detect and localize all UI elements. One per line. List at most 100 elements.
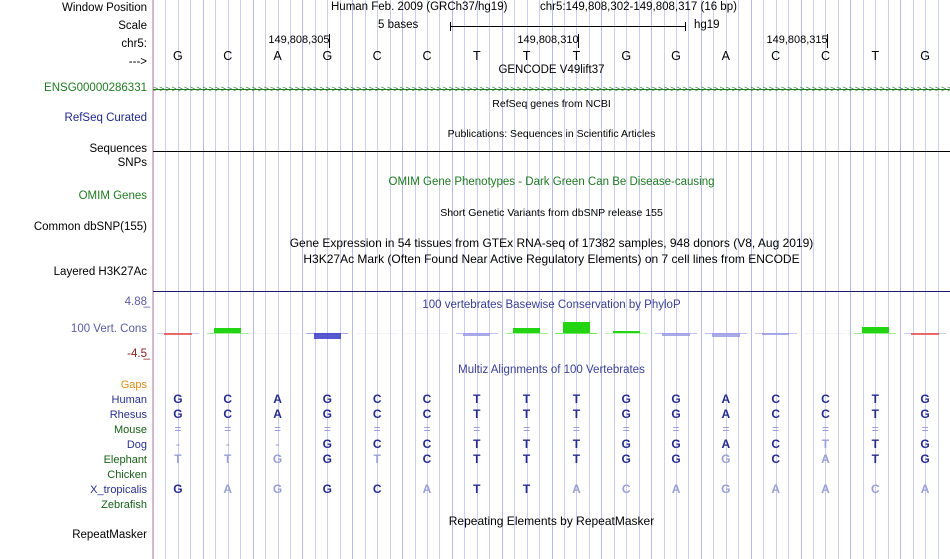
alignment-base: C [771, 392, 780, 406]
alignment-base: = [772, 422, 780, 436]
alignment-base: C [870, 482, 880, 496]
alignment-base: = [672, 422, 680, 436]
alignment-base: T [522, 392, 531, 406]
sidebar-item-gaps[interactable]: Gaps [120, 379, 147, 391]
base-letter: C [372, 49, 382, 63]
conservation-bar [612, 331, 640, 333]
base-letter: C [422, 49, 432, 63]
base-letter: C [771, 49, 781, 63]
gencode-track-title: GENCODE V49lift37 [498, 64, 605, 76]
alignment-base: G [173, 407, 183, 421]
alignment-base: C [372, 482, 382, 496]
alignment-base: T [572, 452, 581, 466]
sidebar-item-mouse[interactable]: Mouse [113, 424, 147, 436]
alignment-base: = [523, 422, 531, 436]
alignment-base: A [920, 482, 930, 496]
sidebar-item-snps[interactable]: SNPs [117, 157, 147, 169]
sidebar-item-phylop[interactable]: 100 Vert. Cons [70, 323, 147, 335]
alignment-base: C [621, 482, 631, 496]
sidebar-item-chicken[interactable]: Chicken [107, 469, 147, 481]
conservation-baseline [206, 333, 249, 334]
cons-max-tick: _ [143, 296, 150, 308]
sidebar-item-h3k27ac[interactable]: Layered H3K27Ac [53, 266, 147, 278]
alignment-base: T [473, 407, 481, 421]
alignment-base: T [473, 392, 481, 406]
refseq-track-title: RefSeq genes from NCBI [492, 98, 611, 110]
label-divider [152, 0, 153, 559]
alignment-base: C [422, 392, 432, 406]
strand-arrow-label: ---> [128, 56, 147, 68]
base-letter: A [273, 49, 282, 63]
gencode-gene-line [153, 89, 950, 90]
alignment-base: C [422, 407, 432, 421]
alignment-base: T [522, 437, 531, 451]
conservation-baseline [804, 333, 847, 334]
scale-bar-label: 5 bases [378, 19, 419, 31]
alignment-base: C [422, 452, 432, 466]
sidebar-item-dbsnp[interactable]: Common dbSNP(155) [33, 221, 147, 233]
conservation-bar [463, 333, 491, 336]
sidebar-item-elephant[interactable]: Elephant [103, 454, 147, 466]
alignment-base: = [423, 422, 431, 436]
sidebar-item-sequences[interactable]: Sequences [89, 143, 147, 155]
alignment-base: G [173, 392, 183, 406]
sidebar-item-xtropicalis[interactable]: X_tropicalis [90, 484, 147, 496]
alignment-base: C [372, 437, 382, 451]
sidebar-item-omim[interactable]: OMIM Genes [78, 190, 147, 202]
alignment-base: A [671, 482, 681, 496]
alignment-base: G [621, 452, 631, 466]
alignment-base: = [921, 422, 929, 436]
sidebar-item-gencode[interactable]: ENSG00000286331 [44, 82, 147, 94]
scale-bar-cap-left [450, 22, 451, 31]
alignment-base: T [572, 437, 581, 451]
alignment-base: G [920, 437, 930, 451]
chrom-label: chr5: [121, 38, 147, 50]
alignment-base: - [175, 437, 180, 451]
conservation-baseline [854, 333, 897, 334]
sidebar-item-refseq[interactable]: RefSeq Curated [64, 112, 147, 124]
conservation-baseline [555, 333, 598, 334]
conservation-bar [562, 322, 591, 333]
ruler-tick-label: 149,808,305 [268, 34, 330, 46]
gtex-track-title: Gene Expression in 54 tissues from GTEx … [289, 236, 814, 250]
alignment-base: - [225, 437, 230, 451]
alignment-base: G [322, 452, 333, 466]
alignment-base: T [522, 452, 531, 466]
base-letter: G [920, 49, 930, 63]
base-letter: G [173, 49, 183, 63]
alignment-base: C [223, 392, 233, 406]
phylop-track-title: 100 vertebrates Basewise Conservation by… [422, 299, 681, 311]
alignment-base: T [871, 407, 879, 421]
alignment-base: = [373, 422, 381, 436]
base-letter: C [223, 49, 233, 63]
alignment-base: G [721, 452, 731, 466]
conservation-bar [761, 333, 790, 336]
alignment-base: C [372, 392, 382, 406]
base-letter: G [621, 49, 632, 63]
sidebar-item-dog[interactable]: Dog [126, 439, 147, 451]
conservation-bar [861, 327, 889, 333]
sidebar-item-rhesus[interactable]: Rhesus [109, 409, 147, 421]
base-letter: T [871, 49, 880, 63]
conservation-bar [313, 333, 342, 340]
sidebar-item-human[interactable]: Human [111, 394, 147, 406]
alignment-base: G [173, 482, 183, 496]
alignment-base: T [473, 452, 481, 466]
cons-max-label: 4.88 [124, 296, 147, 308]
window-position-label: Window Position [61, 2, 147, 14]
position-range: chr5:149,808,302-149,808,317 (16 bp) [540, 1, 737, 13]
alignment-base: A [273, 407, 282, 421]
sidebar-item-zebrafish[interactable]: Zebrafish [101, 499, 147, 511]
base-letter: T [572, 49, 581, 63]
alignment-base: A [721, 392, 731, 406]
alignment-base: C [223, 407, 233, 421]
base-letter: G [671, 49, 681, 63]
dbsnp-track-title: Short Genetic Variants from dbSNP releas… [440, 207, 663, 219]
conservation-bar [712, 333, 740, 337]
alignment-base: T [373, 452, 381, 466]
sequences-rule [153, 151, 950, 152]
sidebar-item-repeatmasker[interactable]: RepeatMasker [72, 529, 147, 541]
